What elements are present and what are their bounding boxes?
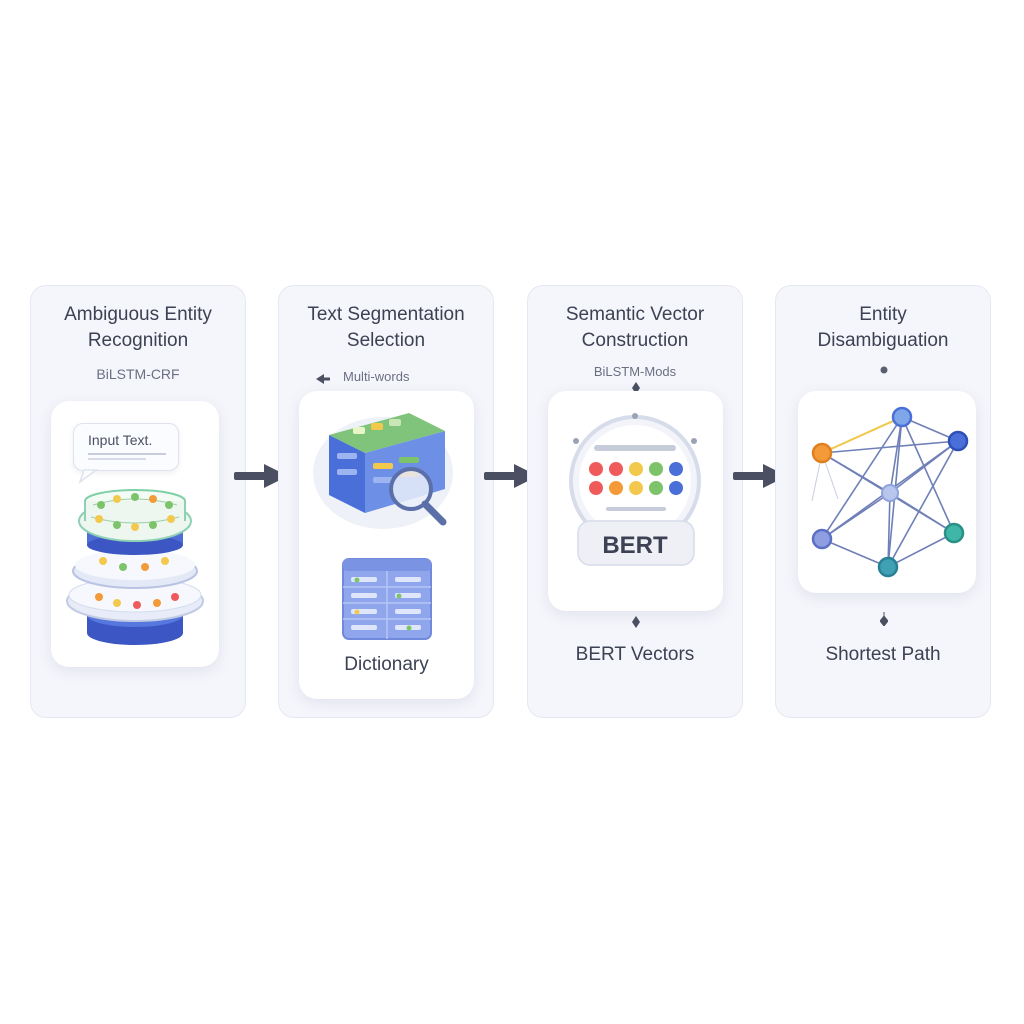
- step-subtitle: BiLSTM-CRF: [96, 366, 180, 382]
- shortest-path-label: Shortest Path: [825, 644, 941, 665]
- recognition-card: Input Text.: [51, 401, 219, 667]
- step-panel-semantic-vector-construction: Semantic Vector Construction BiLSTM-Mods…: [527, 285, 743, 718]
- connector-icon: [880, 366, 888, 374]
- arrow-right-icon: [234, 464, 288, 488]
- step-title: Text Segmentation Selection: [279, 302, 493, 354]
- dictionary-grid-icon: [342, 558, 432, 640]
- arrow-left-icon: [316, 374, 330, 384]
- graph-card: [798, 391, 976, 593]
- step-panel-entity-disambiguation: Entity Disambiguation: [775, 285, 991, 718]
- magnifier-icon: [389, 467, 447, 526]
- step-title-line1: Semantic Vector: [565, 304, 705, 325]
- step-title: Entity Disambiguation: [776, 302, 990, 354]
- bert-card: BERT: [548, 391, 723, 611]
- step-title-line2: Recognition: [87, 330, 189, 351]
- input-text-label: Input Text.: [88, 432, 153, 448]
- step-title-line2: Disambiguation: [817, 330, 949, 351]
- step-title-line2: Construction: [581, 330, 689, 351]
- step-title: Ambiguous Entity Recognition: [31, 302, 245, 354]
- bert-vectors-label: BERT Vectors: [575, 644, 695, 665]
- step-panel-text-segmentation-selection: Text Segmentation Selection Multi-words: [278, 285, 494, 718]
- step-subtitle: Multi-words: [343, 369, 410, 384]
- connector-icon: [632, 616, 640, 628]
- connector-icon: [880, 612, 888, 626]
- step-title-line1: Entity: [859, 304, 907, 325]
- step-title: Semantic Vector Construction: [528, 302, 742, 354]
- step-title-line1: Ambiguous Entity: [64, 304, 212, 325]
- knowledge-graph-icon: [811, 406, 969, 578]
- step-title-line1: Text Segmentation: [307, 304, 465, 325]
- bert-badge-icon: BERT: [569, 413, 701, 566]
- segmentation-card: Dictionary: [299, 391, 474, 699]
- step-title-line2: Selection: [346, 330, 426, 351]
- step-subtitle: BiLSTM-Mods: [593, 364, 677, 379]
- chat-bubble-icon: Input Text.: [73, 423, 179, 485]
- layered-disk-stack-icon: [66, 489, 204, 645]
- step-panel-ambiguous-entity-recognition: Ambiguous Entity Recognition BiLSTM-CRF …: [30, 285, 246, 718]
- bert-model-label: BERT: [602, 532, 668, 559]
- arrow-right-icon: [484, 464, 538, 488]
- dictionary-label: Dictionary: [344, 654, 429, 675]
